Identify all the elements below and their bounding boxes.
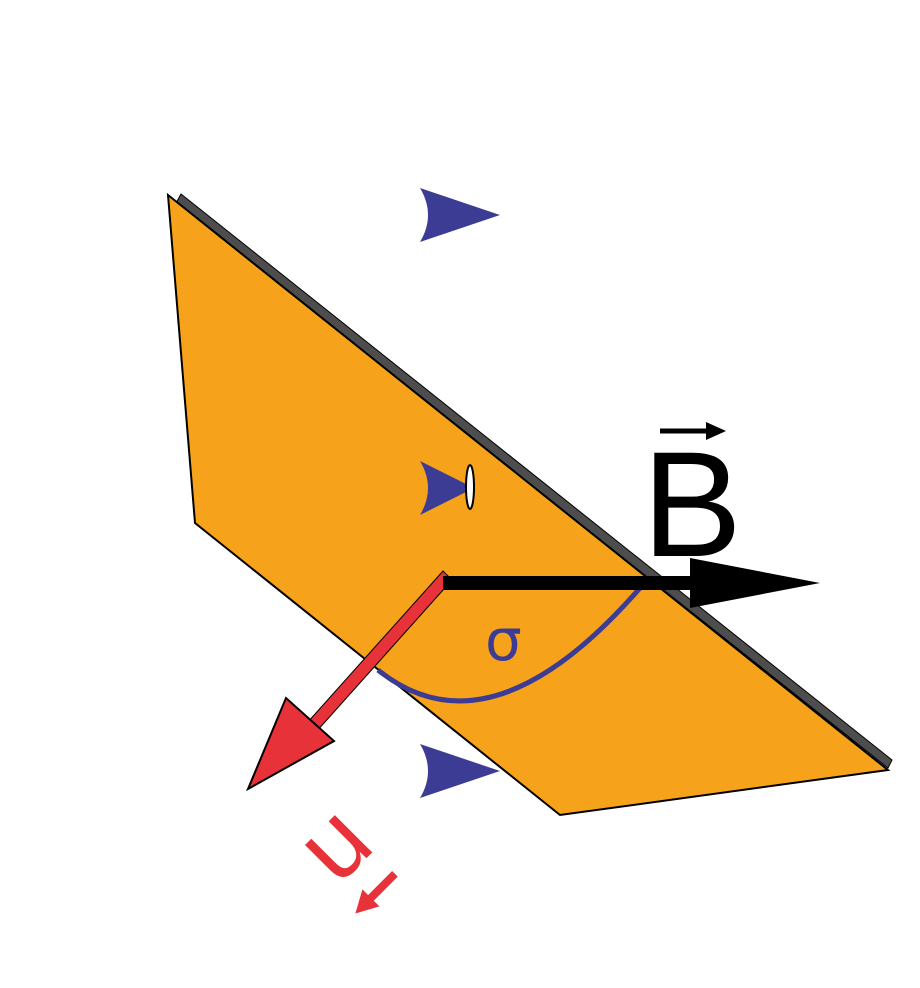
angle-label: σ — [485, 606, 522, 674]
field-vector-label: B — [642, 420, 742, 588]
field-vector-arrow — [443, 558, 820, 608]
plane-edge — [175, 193, 893, 769]
piercing-point — [465, 464, 475, 510]
field-vector-letter: B — [642, 420, 742, 588]
field-line-arrowhead-middle — [420, 461, 474, 515]
field-line-arrowhead-top — [420, 188, 500, 242]
angle-arc — [376, 586, 642, 704]
field-line-arrowhead-bottom — [420, 744, 500, 798]
normal-vector-letter: n — [285, 795, 404, 914]
normal-vector-label: n — [285, 795, 404, 914]
normal-vector-arrow — [245, 570, 453, 792]
